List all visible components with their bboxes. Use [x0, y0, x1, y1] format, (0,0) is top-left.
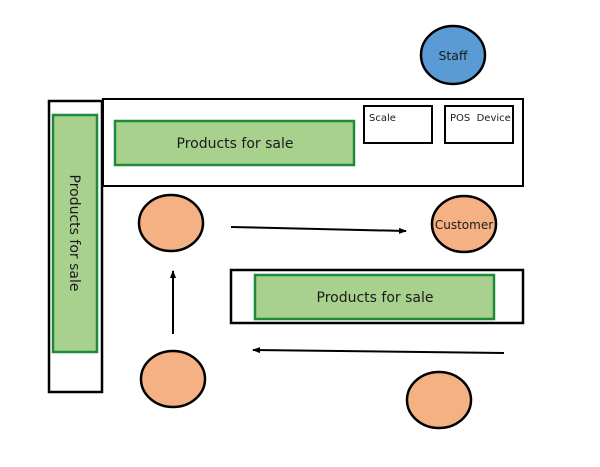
- scale-box: [363, 105, 433, 144]
- left-shelf-products: [51, 113, 99, 354]
- customer-node: Customer: [430, 194, 498, 254]
- arrow-right-icon: [230, 226, 407, 234]
- counter-products: [113, 119, 356, 167]
- customer-label: Customer: [435, 218, 493, 232]
- left-shelf: Products for sale: [47, 99, 104, 394]
- customer-circle: [137, 193, 205, 253]
- customer-node: [405, 370, 473, 430]
- middle-shelf-products: [253, 273, 496, 321]
- customer-circle: [430, 194, 498, 254]
- customer-node: [139, 349, 207, 409]
- left-shelf-products-label: Products for sale: [66, 175, 82, 292]
- counter: Products for sale Scale POS Device: [102, 98, 524, 187]
- pos-device-box: [444, 105, 514, 144]
- staff-node: Staff: [419, 24, 487, 86]
- scale-label: Scale: [369, 113, 396, 124]
- middle-shelf: Products for sale: [229, 268, 525, 325]
- counter-products-label: Products for sale: [177, 136, 294, 152]
- arrow-left-icon: [252, 347, 505, 354]
- staff-circle: [419, 24, 487, 86]
- customer-circle: [405, 370, 473, 430]
- middle-shelf-products-label: Products for sale: [317, 290, 434, 306]
- staff-label: Staff: [438, 48, 467, 63]
- pos-device-label: POS Device: [450, 113, 511, 124]
- customer-node: [137, 193, 205, 253]
- customer-circle: [139, 349, 207, 409]
